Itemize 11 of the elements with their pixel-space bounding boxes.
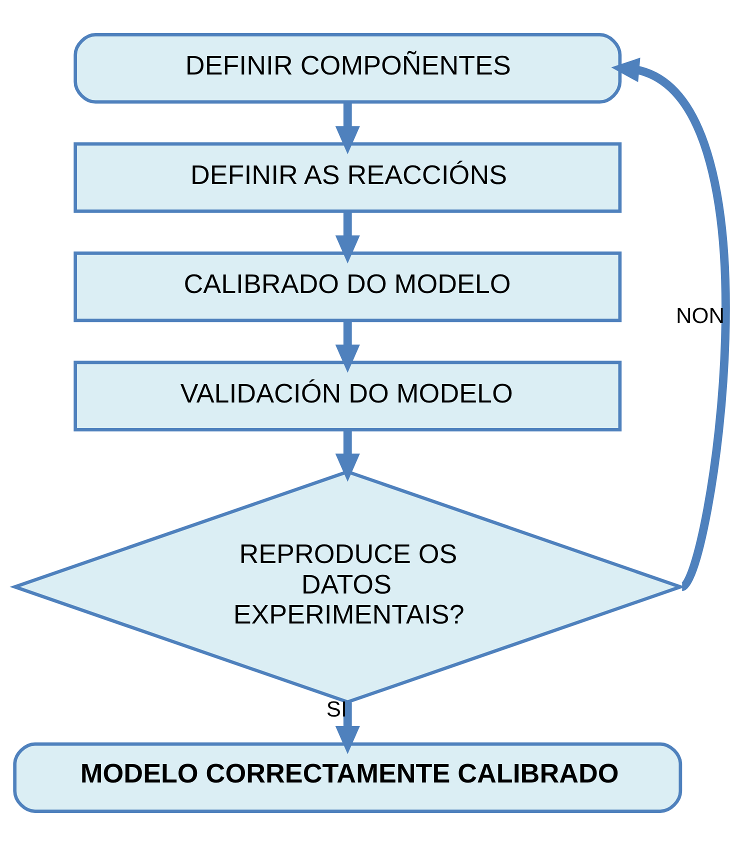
- node-box: VALIDACIÓN DO MODELO: [74, 360, 622, 432]
- arrow: [335, 102, 360, 154]
- arrow: [335, 702, 360, 754]
- arrow: [335, 320, 360, 373]
- node-box: DEFINIR AS REACCIÓNS: [74, 142, 622, 213]
- arrow: [335, 212, 360, 264]
- node-box: CALIBRADO DO MODELO: [74, 252, 622, 322]
- node-box: MODELO CORRECTAMENTE CALIBRADO: [13, 742, 682, 813]
- node-box: DEFINIR COMPOÑENTES: [74, 33, 622, 104]
- arrow: [335, 430, 360, 482]
- arrow: [611, 58, 730, 590]
